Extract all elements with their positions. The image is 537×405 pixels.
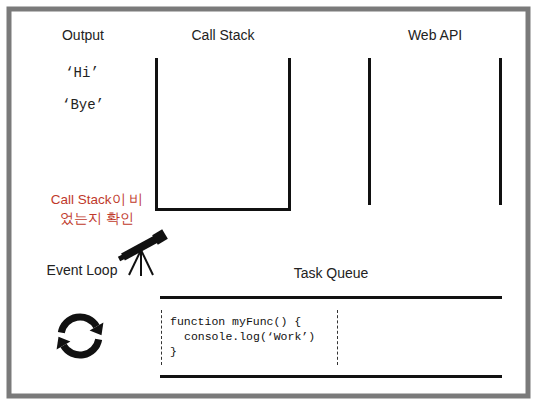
tripod-leg	[141, 250, 153, 275]
code-box: function myFunc() {console.log(‘Work’)}	[161, 310, 338, 365]
outer-frame	[9, 9, 528, 396]
tripod-leg	[140, 250, 142, 276]
telescope-lens	[155, 234, 165, 240]
tripod-leg	[129, 250, 141, 275]
code-line: console.log(‘Work’)	[170, 329, 329, 344]
region-heading: Task Queue	[100, 263, 537, 283]
output-heading: Output	[23, 25, 143, 45]
output-line: ‘Hi’	[42, 63, 122, 83]
event-loop-label: Event Loop	[22, 260, 142, 280]
code-line: function myFunc() {	[170, 314, 329, 329]
code-line: }	[170, 344, 329, 359]
refresh-arrowhead	[90, 323, 104, 336]
refresh-icon	[57, 317, 104, 355]
task-queue: Task Queuefunction myFunc() {console.log…	[160, 296, 502, 378]
region-heading: Web API	[311, 25, 537, 45]
note: Call Stack이 비었는지 확인	[47, 190, 147, 228]
output-line: ‘Bye’	[43, 95, 123, 115]
web-api-box: Web API	[368, 58, 502, 205]
stack-outline	[155, 58, 291, 211]
region-heading: Call Stack	[95, 25, 351, 45]
refresh-arrowhead	[57, 337, 71, 350]
stack-outline-path	[157, 58, 290, 210]
telescope-icon	[119, 234, 165, 276]
call-stack: Call Stack	[155, 58, 291, 211]
telescope-eyepiece	[119, 256, 125, 259]
